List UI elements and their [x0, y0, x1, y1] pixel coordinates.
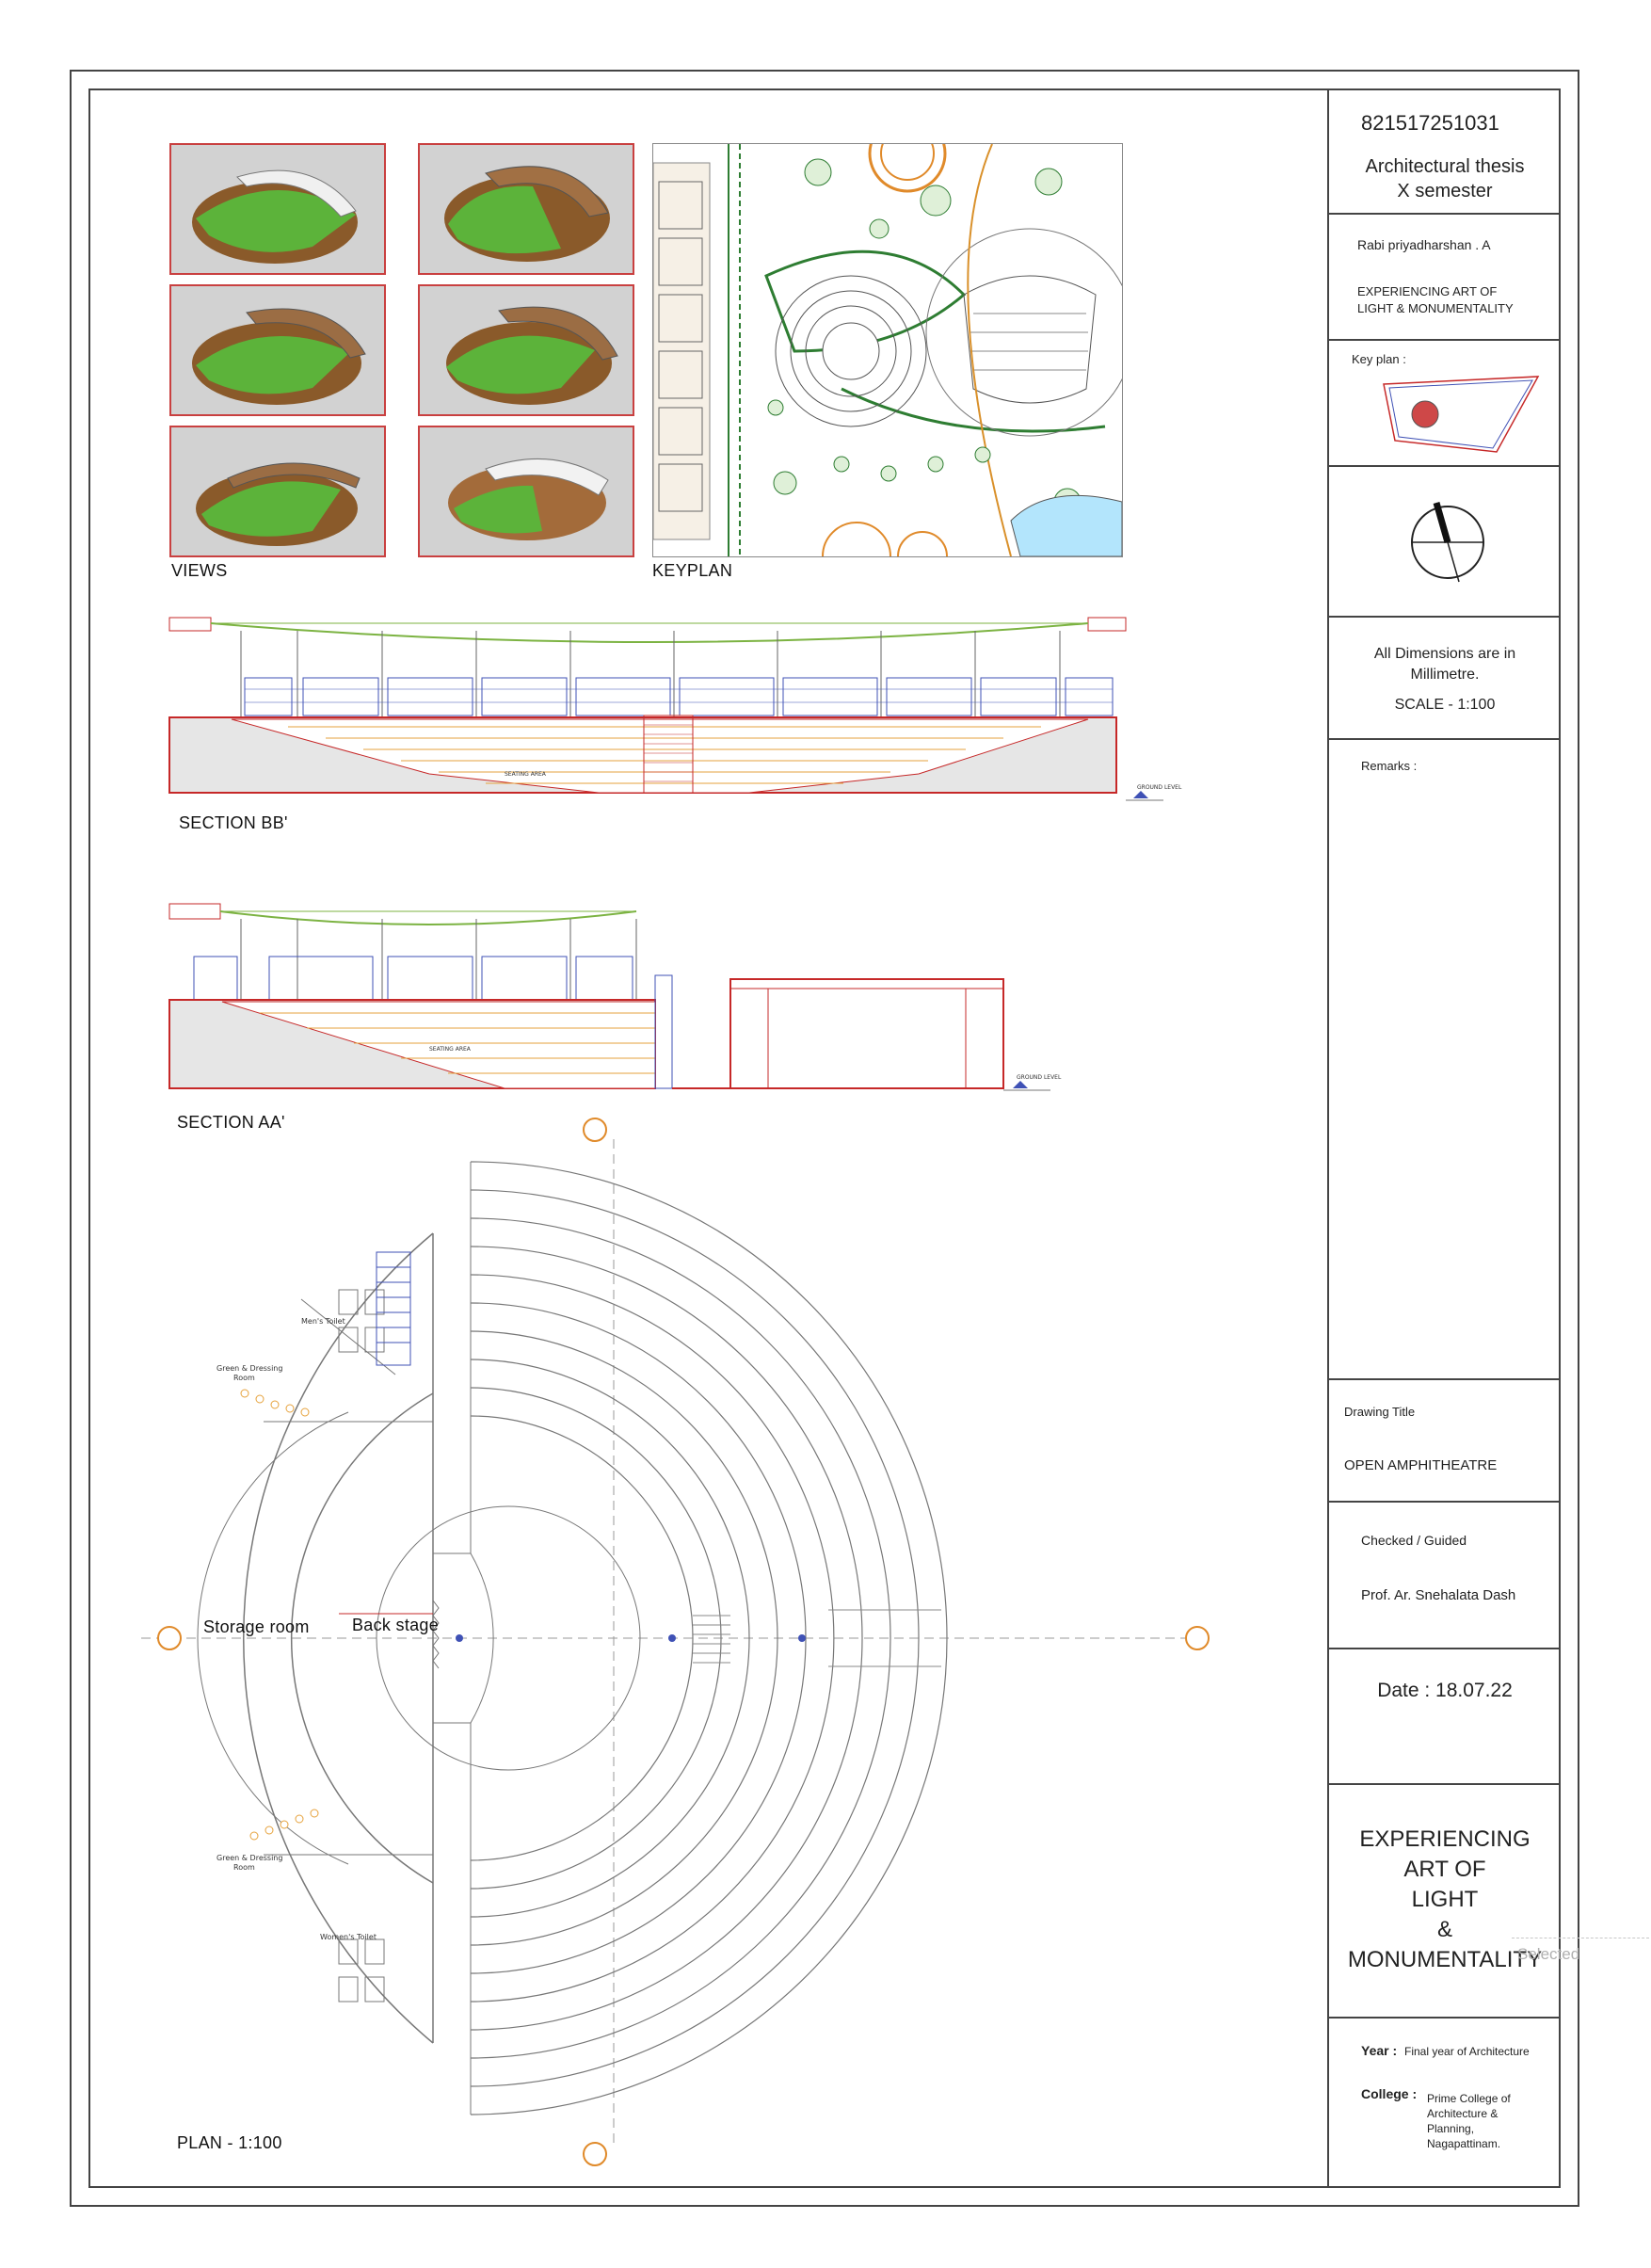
outer-border — [70, 70, 1579, 2207]
north-arrow-icon — [1411, 502, 1484, 583]
mens-toilet-text: Men's Toilet — [301, 1317, 345, 1326]
view-tile-6[interactable] — [418, 426, 634, 557]
remarks-label: Remarks : — [1361, 759, 1418, 773]
section-bb-ground-text: GROUND LEVEL — [1137, 784, 1182, 791]
view-tile-4[interactable] — [418, 284, 634, 416]
tb-remarks: Remarks : — [1329, 740, 1561, 1380]
project-line3: LIGHT — [1411, 1887, 1479, 1912]
student-id: 821517251031 — [1361, 111, 1499, 135]
tb-date: Date : 18.07.22 — [1329, 1649, 1561, 1785]
section-bb-seating-text: SEATING AREA — [505, 771, 547, 778]
drawing-area: VIEWS — [90, 90, 1327, 2186]
college-line1: Prime College of — [1427, 2092, 1511, 2105]
key-plan-diagram — [1383, 376, 1540, 453]
back-stage-label: Back stage — [352, 1616, 440, 1634]
college-line4: Nagapattinam. — [1427, 2137, 1501, 2150]
view-tile-5[interactable] — [169, 426, 386, 557]
project-short-line1: EXPERIENCING ART OF — [1357, 284, 1498, 298]
tb-project: EXPERIENCING ART OF LIGHT & MONUMENTALIT… — [1329, 1785, 1561, 2019]
guide-name: Prof. Ar. Snehalata Dash — [1361, 1587, 1516, 1603]
college-line2: Architecture & — [1427, 2107, 1499, 2120]
tb-dimensions: All Dimensions are in Millimetre. SCALE … — [1329, 618, 1561, 740]
tb-north — [1329, 467, 1561, 618]
student-name: Rabi priyadharshan . A — [1357, 237, 1491, 252]
section-aa-ground-text: GROUND LEVEL — [1017, 1074, 1062, 1081]
title-block: 821517251031 Architectural thesis X seme… — [1327, 90, 1561, 2186]
storage-room-label: Storage room — [203, 1617, 310, 1636]
green-room-top-text-2: Room — [233, 1374, 255, 1382]
green-room-bottom-text-2: Room — [233, 1863, 255, 1872]
view-tile-3[interactable] — [169, 284, 386, 416]
section-aa-seating-text: SEATING AREA — [429, 1046, 472, 1053]
views-label: VIEWS — [171, 561, 228, 580]
green-room-bottom-text-1: Green & Dressing — [216, 1854, 282, 1862]
inner-border — [88, 88, 1561, 2188]
course-line1: Architectural thesis — [1365, 156, 1525, 177]
keyplan-drawing[interactable] — [652, 143, 1123, 557]
section-bb-drawing[interactable]: SEATING AREA GROUND LEVEL — [147, 614, 1229, 826]
college-line3: Planning, — [1427, 2122, 1475, 2135]
tb-college: Year : Final year of Architecture Colleg… — [1329, 2019, 1561, 2186]
key-plan-label: Key plan : — [1352, 352, 1406, 366]
year-value: Final year of Architecture — [1404, 2045, 1530, 2058]
project-line1: EXPERIENCING — [1359, 1826, 1531, 1852]
drawing-title-label: Drawing Title — [1344, 1405, 1416, 1419]
womens-toilet-text: Women's Toilet — [320, 1933, 377, 1941]
project-short-line2: LIGHT & MONUMENTALITY — [1357, 301, 1514, 315]
course-line2: X semester — [1397, 181, 1493, 201]
year-label: Year : — [1361, 2043, 1398, 2058]
tb-drawing-title: Drawing Title OPEN AMPHITHEATRE — [1329, 1380, 1561, 1503]
project-line5: MONUMENTALITY — [1347, 1947, 1543, 1972]
tb-keyplan: Key plan : — [1329, 341, 1561, 467]
selected-tag: Selected — [1517, 1945, 1580, 1963]
section-aa-drawing[interactable]: SEATING AREA GROUND LEVEL — [147, 900, 1229, 1112]
keyplan-label: KEYPLAN — [652, 561, 733, 580]
green-room-top-text-1: Green & Dressing — [216, 1364, 282, 1373]
project-line4: & — [1436, 1917, 1452, 1942]
dimensions-line1: All Dimensions are in — [1373, 646, 1516, 662]
tb-checked: Checked / Guided Prof. Ar. Snehalata Das… — [1329, 1503, 1561, 1649]
college-label: College : — [1361, 2086, 1418, 2101]
section-bb-label: SECTION BB' — [179, 813, 288, 832]
project-line2: ART OF — [1403, 1857, 1486, 1882]
date-text: Date : 18.07.22 — [1377, 1680, 1513, 1701]
section-aa-label: SECTION AA' — [177, 1113, 285, 1132]
tb-header: 821517251031 Architectural thesis X seme… — [1329, 90, 1561, 215]
dimensions-line2: Millimetre. — [1410, 667, 1480, 683]
tb-student: Rabi priyadharshan . A EXPERIENCING ART … — [1329, 215, 1561, 341]
views-grid — [169, 143, 640, 557]
drawing-title: OPEN AMPHITHEATRE — [1344, 1457, 1498, 1473]
checked-label: Checked / Guided — [1361, 1533, 1467, 1548]
plan-label: PLAN - 1:100 — [177, 2133, 282, 2152]
view-tile-1[interactable] — [169, 143, 386, 275]
plan-drawing[interactable]: Men's Toilet Women's Toilet Green & Dres… — [113, 1111, 1210, 2166]
scale-text: SCALE - 1:100 — [1394, 697, 1496, 713]
view-tile-2[interactable] — [418, 143, 634, 275]
